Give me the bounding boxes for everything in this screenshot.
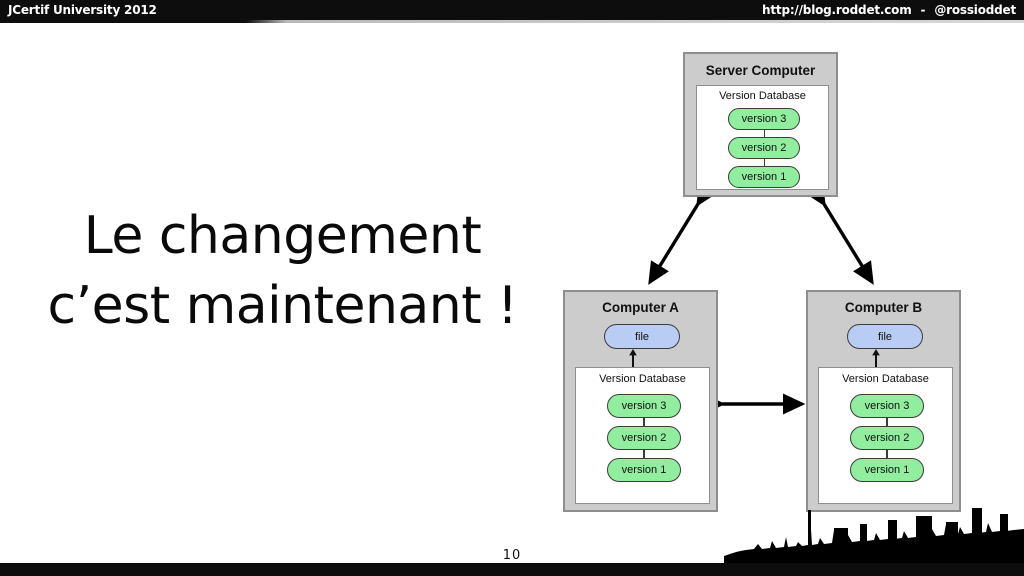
edge-computer-b-server [805, 182, 874, 285]
computer-a-title: Computer A [602, 300, 679, 315]
slide-page-number: 10 [502, 548, 522, 563]
computer-b-version-3[interactable]: version 3 [850, 394, 924, 418]
server-connector-v2-v1 [763, 159, 765, 166]
computer-b-connector-v2-v1 [886, 450, 888, 458]
version-control-diagram: Server Computer Version Database version… [550, 52, 1024, 522]
server-connector-v3-v2 [763, 130, 765, 137]
computer-b-checkout-arrow [872, 349, 880, 369]
computer-a-version-database: Version Database version 3 version 2 ver… [575, 367, 710, 504]
node-computer-b[interactable]: Computer B file Version Database version… [806, 290, 961, 512]
node-server-computer[interactable]: Server Computer Version Database version… [683, 52, 838, 197]
headline-line-1: Le changement [83, 206, 482, 266]
computer-a-checkout-arrow [629, 349, 637, 369]
computer-a-version-2[interactable]: version 2 [607, 426, 681, 450]
header-separator: - [920, 3, 926, 17]
header-divider [0, 20, 1024, 23]
computer-b-version-database: Version Database version 3 version 2 ver… [818, 367, 953, 504]
computer-a-connector-v3-v2 [643, 418, 645, 426]
edge-computer-a-server [648, 182, 717, 285]
computer-b-title: Computer B [844, 300, 923, 315]
computer-a-file-box[interactable]: file [604, 324, 680, 349]
node-computer-a[interactable]: Computer A file Version Database version… [563, 290, 718, 512]
computer-a-version-3[interactable]: version 3 [607, 394, 681, 418]
computer-b-version-2[interactable]: version 2 [850, 426, 924, 450]
slide-header: JCertif University 2012 http://blog.rodd… [0, 0, 1024, 20]
computer-a-version-database-title: Version Database [599, 373, 686, 385]
slide-footer-bar [0, 563, 1024, 576]
server-version-database-title: Version Database [719, 90, 806, 102]
header-twitter-handle[interactable]: @rossioddet [934, 3, 1016, 17]
computer-b-version-database-title: Version Database [842, 373, 929, 385]
header-event-title: JCertif University 2012 [8, 3, 157, 17]
computer-a-connector-v2-v1 [643, 450, 645, 458]
city-skyline-graphic [724, 508, 1024, 564]
computer-a-version-1[interactable]: version 1 [607, 458, 681, 482]
server-version-1[interactable]: version 1 [728, 166, 800, 188]
slide-headline: Le changement c’est maintenant ! [30, 202, 535, 341]
computer-b-file-box[interactable]: file [847, 324, 923, 349]
computer-b-connector-v3-v2 [886, 418, 888, 426]
header-blog-url[interactable]: http://blog.roddet.com [762, 3, 912, 17]
server-computer-title: Server Computer [705, 63, 816, 78]
headline-line-2: c’est maintenant ! [47, 275, 518, 336]
header-links: http://blog.roddet.com - @rossioddet [762, 3, 1016, 17]
computer-b-version-1[interactable]: version 1 [850, 458, 924, 482]
server-version-database: Version Database version 3 version 2 ver… [696, 85, 829, 190]
server-version-3[interactable]: version 3 [728, 108, 800, 130]
server-version-2[interactable]: version 2 [728, 137, 800, 159]
